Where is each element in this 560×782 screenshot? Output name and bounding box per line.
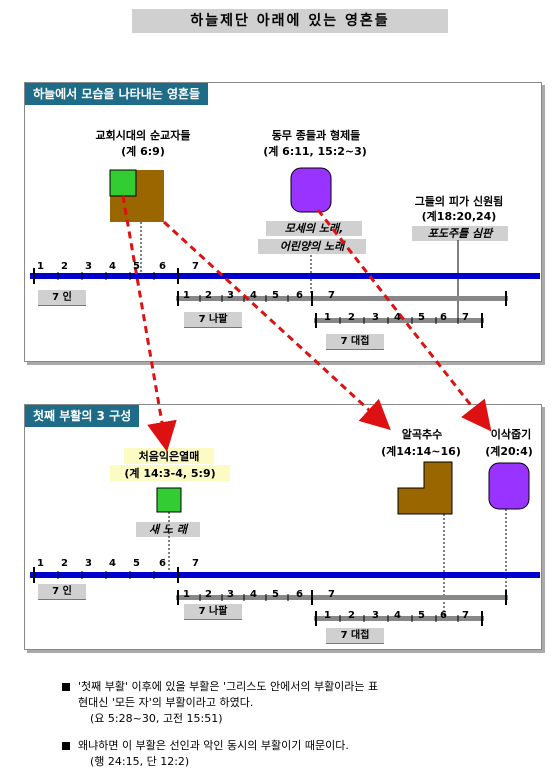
note-2-line-1: 왜냐하면 이 부활은 선인과 악인 동시의 부활이기 때문이다. (78, 739, 349, 752)
trumpet-num-7-p2: 7 (328, 589, 335, 600)
new-song-label: 새 노 래 (136, 522, 200, 537)
song-line-2: 어린양의 노래 (258, 239, 366, 254)
seal-num-6-p2: 6 (159, 558, 166, 569)
seal-num-2: 2 (61, 261, 68, 272)
seal-num-1: 1 (37, 261, 44, 272)
trumpet-num-6: 6 (296, 290, 303, 301)
martyrs-ref: (계 6:9) (121, 145, 165, 158)
brothers-ref: (계 6:11, 15:2~3) (263, 145, 367, 158)
bowl-num-5-p2: 5 (418, 610, 425, 621)
firstfruits-label: 처음익은열매 (124, 448, 214, 464)
trumpet-num-6-p2: 6 (296, 589, 303, 600)
bowl-num-3-p2: 3 (372, 610, 379, 621)
note-bullet-1 (62, 683, 70, 691)
bowl-num-6-p2: 6 (440, 610, 447, 621)
bowl-num-4: 4 (394, 312, 401, 323)
trumpet-num-2-p2: 2 (205, 589, 212, 600)
seal-num-4: 4 (109, 261, 116, 272)
harvest-ref: (계14:14~16) (381, 445, 461, 458)
gleaning-ref: (계20:4) (485, 445, 533, 458)
panel-first-resurrection: 첫째 부활의 3 구성 (24, 404, 542, 650)
note-1-line-3: (요 5:28~30, 고전 15:51) (90, 712, 223, 725)
seal-num-7: 7 (192, 261, 199, 272)
bowl-num-1: 1 (324, 312, 331, 323)
trumpet-num-4: 4 (250, 290, 257, 301)
note-2-line-2: (행 24:15, 단 12:2) (90, 755, 190, 768)
bowl-num-4-p2: 4 (394, 610, 401, 621)
seal-num-2-p2: 2 (61, 558, 68, 569)
trumpet-num-1-p2: 1 (183, 589, 190, 600)
trumpet-num-7: 7 (328, 290, 335, 301)
trumpets-tag: 7 나팔 (184, 312, 242, 328)
bowl-num-2: 2 (348, 312, 355, 323)
bowl-num-2-p2: 2 (348, 610, 355, 621)
seal-num-5-p2: 5 (133, 558, 140, 569)
trumpet-num-5: 5 (272, 290, 279, 301)
panel-heavenly-souls-header: 하늘에서 모습을 나타내는 영혼들 (25, 83, 209, 105)
seals-tag: 7 인 (38, 290, 86, 306)
gleaning-label: 이삭줍기 (490, 428, 532, 441)
blood-label: 그들의 피가 신원됨 (414, 195, 504, 208)
seal-num-5: 5 (133, 261, 140, 272)
seal-num-4-p2: 4 (109, 558, 116, 569)
song-line-1: 모세의 노래, (266, 221, 362, 236)
seal-num-3-p2: 3 (85, 558, 92, 569)
bowl-num-7: 7 (462, 312, 469, 323)
trumpet-num-5-p2: 5 (272, 589, 279, 600)
martyrs-label: 교회시대의 순교자들 (95, 129, 191, 142)
bowl-num-5: 5 (418, 312, 425, 323)
bowls-tag: 7 대접 (326, 334, 384, 350)
note-1-line-1: '첫째 부활' 이후에 있을 부활은 '그리스도 안에서의 부활이라는 표 (78, 680, 379, 693)
trumpets-tag-2: 7 나팔 (184, 604, 242, 620)
bowl-num-7-p2: 7 (462, 610, 469, 621)
trumpet-num-1: 1 (183, 290, 190, 301)
page-title: 하늘제단 아래에 있는 영혼들 (132, 9, 448, 33)
note-1-line-2: 현대신 '모든 자'의 부활이라고 하였다. (78, 696, 254, 709)
seals-tag-2: 7 인 (38, 584, 86, 600)
seal-num-1-p2: 1 (37, 558, 44, 569)
trumpet-num-3: 3 (227, 290, 234, 301)
seal-num-3: 3 (85, 261, 92, 272)
trumpet-num-4-p2: 4 (250, 589, 257, 600)
bowl-num-1-p2: 1 (324, 610, 331, 621)
blood-ref: (계18:20,24) (421, 210, 497, 223)
trumpet-num-3-p2: 3 (227, 589, 234, 600)
grape-judgment-label: 포도주틀 심판 (412, 226, 508, 241)
firstfruits-ref: (계 14:3-4, 5:9) (110, 465, 230, 481)
trumpet-num-2: 2 (205, 290, 212, 301)
harvest-label: 알곡추수 (401, 428, 443, 441)
panel-first-resurrection-header: 첫째 부활의 3 구성 (25, 405, 140, 427)
seal-num-7-p2: 7 (192, 558, 199, 569)
bowls-tag-2: 7 대접 (326, 628, 384, 644)
brothers-label: 동무 종들과 형제들 (271, 129, 361, 142)
seal-num-6: 6 (159, 261, 166, 272)
note-bullet-2 (62, 742, 70, 750)
bowl-num-3: 3 (372, 312, 379, 323)
bowl-num-6: 6 (440, 312, 447, 323)
